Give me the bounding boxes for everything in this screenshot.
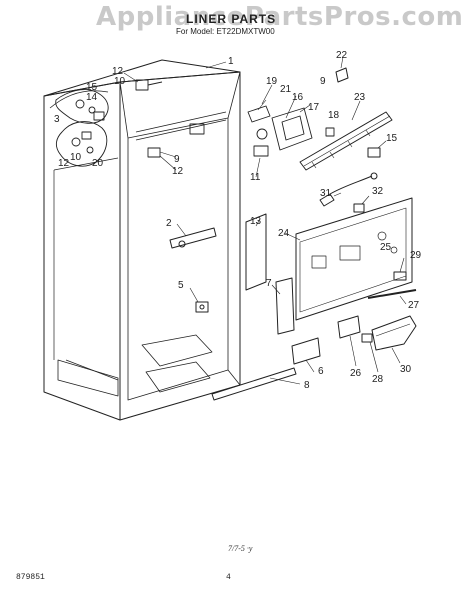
- callout-5: 5: [178, 280, 184, 291]
- callout-30: 30: [400, 364, 412, 375]
- part-22-clip: [335, 67, 349, 83]
- callout-22: 22: [336, 50, 348, 61]
- callout-9b: 9: [320, 76, 326, 87]
- part-7-panel: [275, 277, 295, 335]
- part-5-bracket: [195, 301, 209, 313]
- leader-lines: [123, 56, 407, 385]
- callout-11: 11: [250, 172, 261, 183]
- footer-note: 7/7-5 ·y: [228, 544, 253, 553]
- callout-27: 27: [408, 300, 420, 311]
- callout-16: 16: [292, 92, 304, 103]
- callout-12a: 12: [112, 66, 124, 77]
- callout-17: 17: [308, 102, 320, 113]
- fan-assembly-parts: [247, 105, 335, 157]
- part-2-bracket: [169, 227, 217, 249]
- callout-29: 29: [410, 250, 422, 261]
- callout-9a: 9: [174, 154, 180, 165]
- callout-14: 14: [86, 92, 98, 103]
- callout-28: 28: [372, 374, 384, 385]
- callout-24: 24: [278, 228, 290, 239]
- liner-box: [43, 59, 241, 421]
- callout-13: 13: [250, 216, 262, 227]
- callout-15b: 15: [386, 133, 398, 144]
- part-24-panel: [295, 197, 413, 321]
- watermark: AppliancePartsPros.com: [96, 2, 464, 32]
- part-27-rod: [367, 289, 417, 299]
- diagram-title: LINER PARTS: [186, 12, 277, 26]
- part-8-trim: [211, 367, 297, 401]
- part-13-strip: [245, 213, 267, 291]
- callout-7: 7: [266, 278, 272, 289]
- callout-labels: 1 2 3 5 6 7 8 9 9 10 10 11 12 12 12 13 1…: [54, 50, 422, 391]
- part-32-clip: [353, 203, 365, 213]
- callout-19: 19: [266, 76, 278, 87]
- part-15-bracket: [367, 147, 381, 158]
- callout-26: 26: [350, 368, 362, 379]
- part-6-plate: [291, 337, 321, 365]
- callout-15a: 15: [86, 82, 98, 93]
- callout-12b: 12: [58, 158, 70, 169]
- callout-10a: 10: [114, 76, 126, 87]
- part-31-wire: [319, 172, 378, 207]
- parts-26-28-brackets: [337, 315, 373, 343]
- callout-8: 8: [304, 380, 310, 391]
- callout-3: 3: [54, 114, 60, 125]
- callout-2: 2: [166, 218, 172, 229]
- part-30-handle: [371, 315, 417, 351]
- part-23-light-bar: [299, 111, 393, 171]
- callout-32: 32: [372, 186, 384, 197]
- callout-23: 23: [354, 92, 366, 103]
- callout-12c: 12: [172, 166, 184, 177]
- callout-21: 21: [280, 84, 292, 95]
- part-29-fitting: [393, 271, 407, 281]
- callout-10b: 10: [70, 152, 82, 163]
- callout-6: 6: [318, 366, 324, 377]
- diagram-subtitle: For Model: ET22DMXTW00: [176, 27, 275, 36]
- callout-25: 25: [380, 242, 392, 253]
- upper-liner-parts: [135, 79, 205, 158]
- callout-18: 18: [328, 110, 340, 121]
- footer-page: 4: [226, 573, 231, 582]
- callout-31: 31: [320, 188, 332, 199]
- footer-code: 879851: [16, 573, 45, 582]
- callout-1: 1: [228, 56, 234, 67]
- upper-left-parts: [55, 89, 109, 167]
- callout-20: 20: [92, 158, 104, 169]
